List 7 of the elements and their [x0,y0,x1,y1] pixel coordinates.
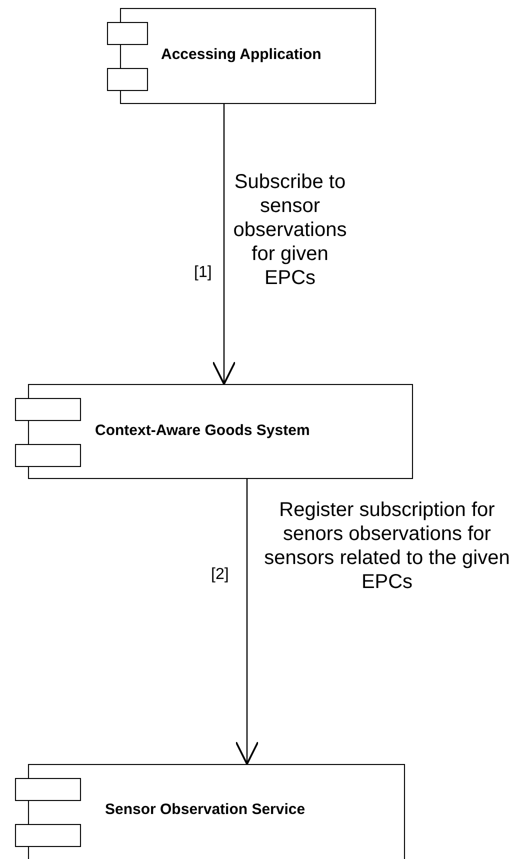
arrow [235,479,259,765]
step-number: [2] [211,566,229,584]
component-name: Sensor Observation Service [105,801,306,818]
component-name: Accessing Application [161,46,322,63]
component-name: Context-Aware Goods System [95,422,310,439]
step-number: [1] [194,264,212,282]
arrow [212,104,236,385]
